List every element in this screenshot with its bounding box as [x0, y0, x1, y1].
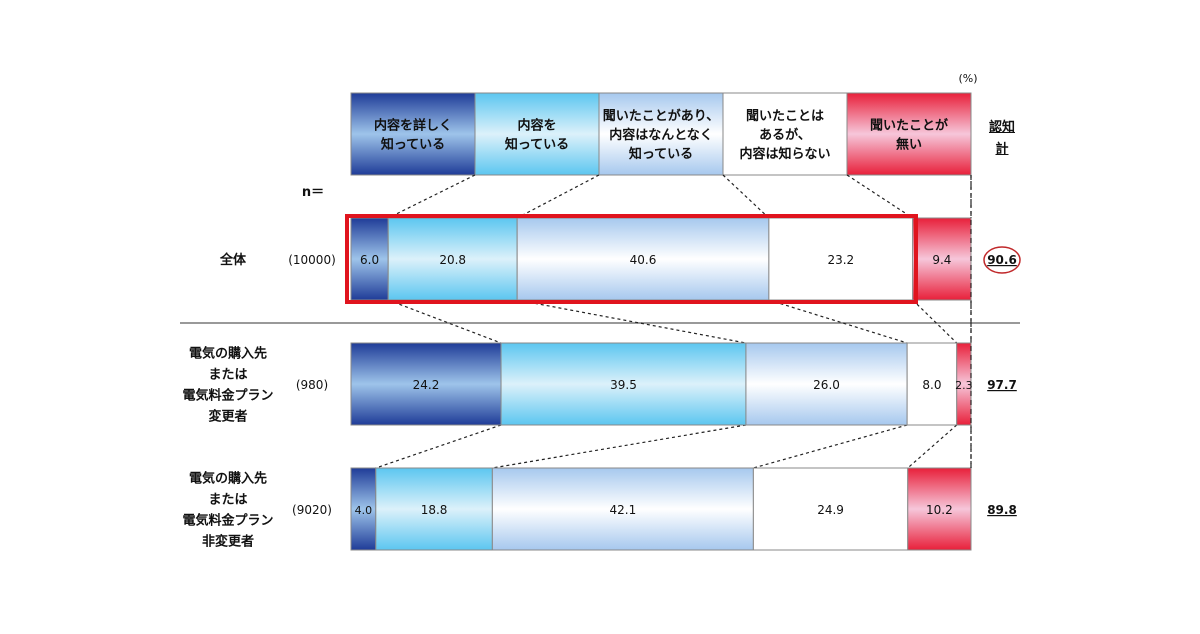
data-label: 39.5 — [610, 378, 637, 392]
legend-label: 内容は知らない — [739, 146, 830, 162]
bar-segment-1-2 — [745, 342, 908, 426]
data-label: 8.0 — [922, 378, 941, 392]
n-value: (9020) — [292, 503, 332, 517]
category-label: 電気料金プラン — [182, 513, 273, 529]
bar-segment-1-0 — [350, 342, 502, 426]
data-label: 24.9 — [817, 503, 844, 517]
legend-box-4 — [846, 92, 972, 176]
bar-segment-2-1 — [375, 467, 493, 551]
data-label: 20.8 — [439, 253, 466, 267]
data-label: 18.8 — [421, 503, 448, 517]
connector-line — [516, 174, 600, 219]
legend-label: あるが、 — [759, 127, 811, 143]
data-label: 9.4 — [932, 253, 951, 267]
legend-label: 無い — [896, 137, 922, 153]
connector-line — [768, 299, 908, 344]
connector-line — [517, 299, 747, 344]
data-label: 40.6 — [630, 253, 657, 267]
data-label: 24.2 — [413, 378, 440, 392]
legend-label: 聞いたことが — [870, 118, 948, 134]
connector-line — [375, 424, 502, 469]
legend-label: 聞いたことは — [746, 109, 824, 124]
unit-label: (%) — [958, 72, 977, 85]
n-value: (980) — [296, 378, 328, 392]
legend-box-0 — [350, 92, 476, 176]
total-value: 90.6 — [987, 253, 1017, 267]
category-label: または — [208, 493, 247, 508]
bar-segment-0-1 — [387, 217, 518, 301]
bar-segment-2-2 — [491, 467, 754, 551]
data-label: 6.0 — [360, 253, 379, 267]
data-label: 26.0 — [813, 378, 840, 392]
n-value: (10000) — [288, 253, 336, 267]
legend-label: 知っている — [505, 137, 569, 153]
legend-label: 聞いたことがあり、 — [603, 108, 719, 124]
bar-segment-2-3 — [752, 467, 909, 551]
total-header: 認知計 — [988, 120, 1015, 157]
total-value: 97.7 — [987, 378, 1017, 392]
bar-segment-1-1 — [500, 342, 747, 426]
legend-label: 内容はなんとなく — [609, 127, 713, 143]
data-label: 23.2 — [827, 253, 854, 267]
bar-segment-2-0 — [350, 467, 377, 551]
bar-segment-2-4 — [907, 467, 972, 551]
legend-label: 内容を詳しく — [374, 118, 452, 134]
category-label: 電気の購入先 — [189, 346, 267, 362]
connector-line — [387, 174, 476, 219]
n-label: n＝ — [302, 185, 324, 200]
category-label: 非変更者 — [202, 534, 254, 550]
legend-box-2 — [598, 92, 724, 176]
legend-box-3 — [722, 92, 848, 176]
legend-box-1 — [474, 92, 600, 176]
legend-label: 内容を — [517, 118, 556, 134]
connector-line — [907, 424, 958, 469]
connector-line — [753, 424, 908, 469]
data-label: 10.2 — [926, 503, 953, 517]
category-label: 変更者 — [208, 409, 247, 425]
total-highlight-circle — [983, 246, 1021, 274]
data-label: 42.1 — [610, 503, 637, 517]
bar-segment-0-4 — [912, 217, 972, 301]
data-label: 4.0 — [355, 504, 373, 517]
bar-segment-1-3 — [906, 342, 958, 426]
data-label: 2.3 — [955, 379, 973, 392]
category-label: または — [208, 368, 247, 383]
category-label: 電気の購入先 — [189, 471, 267, 487]
connector-line — [912, 299, 958, 344]
connector-line — [722, 174, 770, 219]
bar-segment-0-3 — [768, 217, 914, 301]
connector-line — [492, 424, 747, 469]
connector-line — [846, 174, 914, 219]
category-label: 電気料金プラン — [182, 388, 273, 404]
legend-label: 知っている — [629, 146, 693, 162]
connector-line — [387, 299, 502, 344]
category-label: 全体 — [219, 252, 247, 268]
legend-label: 知っている — [381, 137, 445, 153]
highlight-box — [345, 214, 918, 304]
total-value: 89.8 — [987, 503, 1017, 517]
